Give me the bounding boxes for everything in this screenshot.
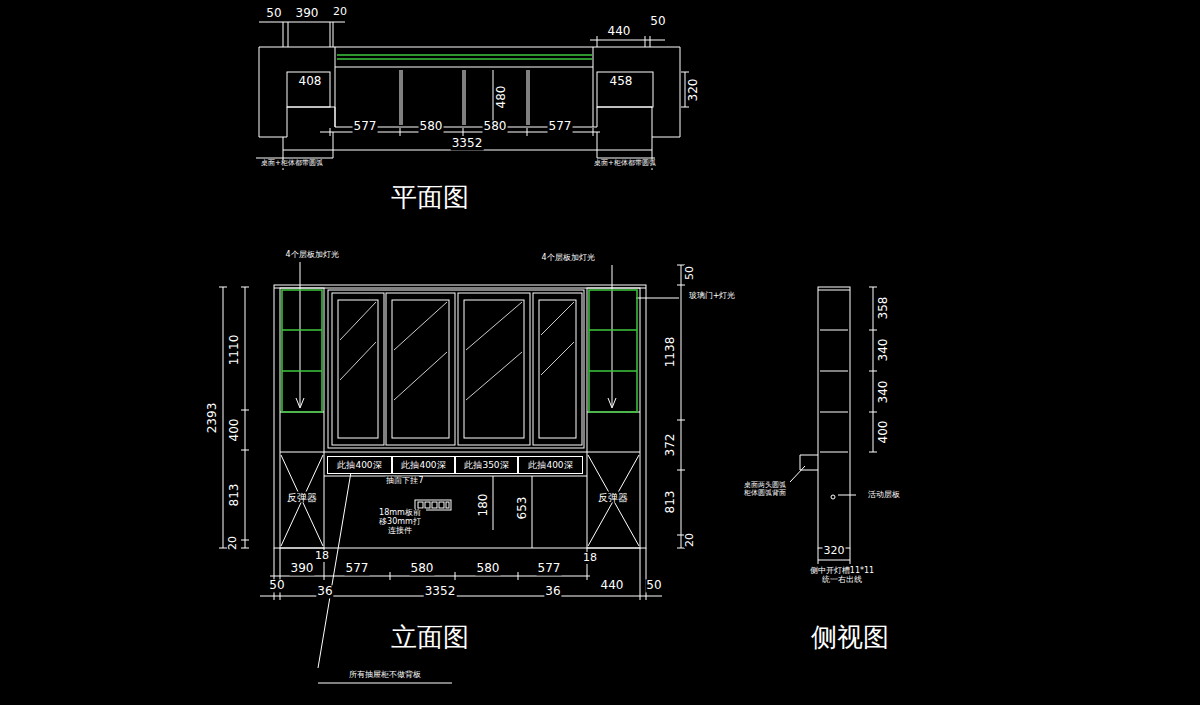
dimension-text: 813: [664, 490, 677, 515]
dimension-text: 408: [298, 75, 323, 88]
drawer-note: 此抽350深: [464, 461, 508, 470]
view-title: 平面图: [390, 183, 470, 212]
drawer-note: 此抽400深: [528, 461, 572, 470]
dimension-text: 580: [410, 562, 435, 575]
dimension-text: 3352: [424, 585, 457, 598]
dimension-text: 458: [609, 75, 634, 88]
note-text: 18mm板前 移30mm打 连接件: [374, 509, 426, 535]
dimension-text: 1110: [228, 334, 241, 367]
note-text: 抽面下挂7: [385, 477, 424, 486]
note-text: 桌面+柜体都带圆弧: [593, 160, 657, 168]
dimension-text: 20: [684, 532, 696, 548]
dimension-text: 320: [823, 545, 846, 557]
dimension-text: 480: [495, 85, 508, 110]
drawer-front: 此抽350深: [455, 456, 518, 474]
dimension-text: 20: [332, 6, 348, 18]
dimension-text: 50: [265, 7, 282, 20]
view-title: 侧视图: [810, 623, 890, 652]
dimension-text: 2393: [206, 402, 219, 435]
dimension-text: 反弹器: [286, 492, 318, 503]
note-text: 4个层板加灯光: [540, 254, 595, 263]
dimension-text: 390: [290, 562, 315, 575]
dimension-text: 400: [877, 420, 890, 445]
drawer-note: 此抽400深: [401, 461, 445, 470]
dimension-text: 340: [877, 338, 890, 363]
note-text: 所有抽屉柜不做背板: [348, 671, 422, 680]
dimension-text: 3352: [451, 137, 484, 150]
dimension-text: 340: [877, 380, 890, 405]
note-text: 桌面两头圆弧 柜体圆弧背面: [739, 482, 791, 497]
drawer-front: 此抽400深: [327, 456, 392, 474]
dimension-text: 36: [316, 585, 333, 598]
dimension-text: 20: [227, 535, 239, 551]
dimension-text: 577: [537, 562, 562, 575]
dimension-text: 580: [419, 120, 444, 133]
dimension-text: 577: [345, 562, 370, 575]
dimension-text: 580: [476, 562, 501, 575]
dimension-text: 813: [228, 483, 241, 508]
dimension-text: 440: [607, 25, 632, 38]
dimension-text: 18: [582, 552, 598, 564]
dimension-text: 372: [664, 433, 677, 458]
dimension-text: 50: [649, 15, 666, 28]
dimension-text: 358: [877, 296, 890, 321]
drawer-note: 此抽400深: [337, 461, 381, 470]
dimension-text: 440: [600, 579, 625, 592]
dimension-text: 50: [268, 579, 285, 592]
dimension-text: 50: [684, 265, 696, 281]
dimension-text: 反弹器: [597, 492, 629, 503]
note-text: 活动层板: [867, 491, 901, 500]
note-text: 玻璃门+灯光: [688, 292, 737, 301]
dimension-text: 18: [314, 550, 330, 562]
dimension-text: 577: [548, 120, 573, 133]
note-text: 4个层板加灯光: [284, 251, 339, 260]
dimension-text: 390: [295, 7, 320, 20]
dimension-text: 50: [645, 579, 662, 592]
dimension-text: 577: [353, 120, 378, 133]
dimension-text: 1138: [664, 336, 677, 369]
dimension-text: 400: [228, 418, 241, 443]
dimension-text: 653: [516, 496, 529, 521]
note-text: 桌面+柜体都带圆弧: [260, 160, 324, 168]
dimension-text: 36: [544, 585, 561, 598]
drawer-front: 此抽400深: [518, 456, 583, 474]
dimension-text: 180: [477, 493, 490, 518]
dimension-text: 320: [687, 78, 700, 103]
drawer-front: 此抽400深: [392, 456, 455, 474]
note-text: 侧中开灯槽11*11 统一右出线: [805, 567, 879, 585]
dimension-text: 580: [483, 120, 508, 133]
view-title: 立面图: [390, 623, 470, 652]
